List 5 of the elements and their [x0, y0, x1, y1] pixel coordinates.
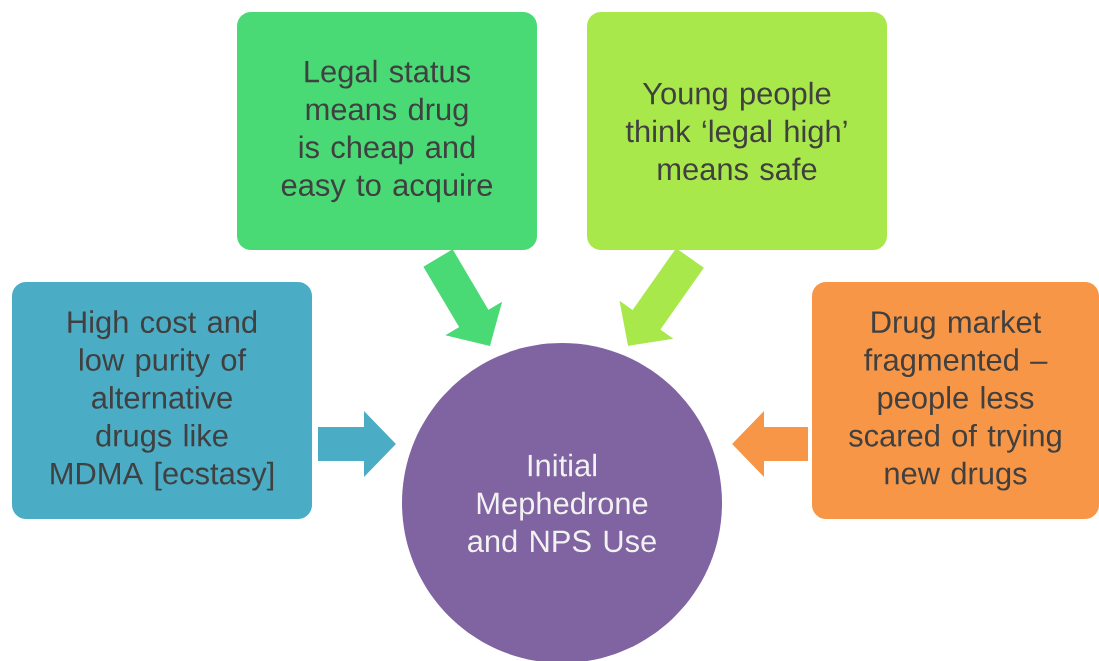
cause-box: Legal status means drug is cheap and easy to acquire [237, 12, 537, 250]
cause-box: Young people think ‘legal high’ means safe [587, 12, 887, 250]
cause-box: Drug market fragmented – people less scared of trying new drugs [812, 282, 1099, 519]
block-arrow [423, 249, 503, 346]
cause-box: High cost and low purity of alternative drugs like MDMA [ecstasy] [12, 282, 312, 519]
